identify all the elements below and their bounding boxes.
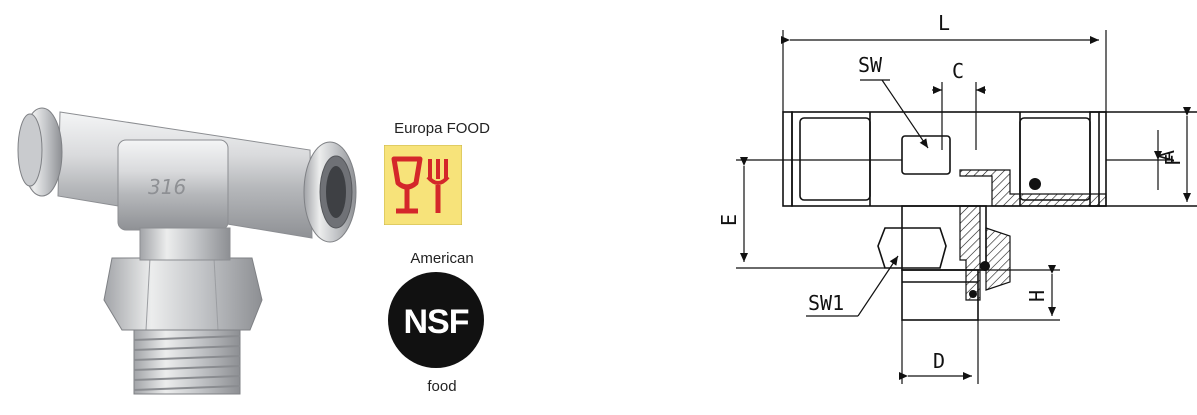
american-label: American [410, 250, 474, 267]
europa-food-label: Europa FOOD [394, 120, 490, 137]
dim-F-label: F [1161, 154, 1185, 166]
food-label: food [427, 378, 457, 395]
dim-D-label: D [933, 349, 945, 373]
europa-food-badge [383, 144, 463, 226]
dim-SW1-label: SW1 [808, 291, 844, 315]
nsf-badge: NSF [386, 270, 486, 370]
technical-drawing: L C SW A F E [640, 0, 1197, 410]
certifications-panel: Europa FOOD American NSF food [372, 0, 512, 410]
dim-L-label: L [938, 11, 950, 35]
dim-E-label: E [717, 214, 741, 226]
dim-SW-label: SW [858, 53, 883, 77]
dim-A-label: A [1155, 150, 1179, 162]
glass-fork-icon [383, 144, 463, 226]
dim-H-label: H [1025, 290, 1049, 302]
nsf-logo-icon: NSF [388, 272, 484, 368]
product-photo: 316 [0, 0, 370, 410]
product-marking: 316 [148, 175, 186, 199]
dim-C-label: C [952, 59, 964, 83]
tee-fitting-image: 316 [17, 107, 357, 395]
nsf-logo-text: NSF [404, 303, 469, 341]
dimension-diagram: L C SW A F E [717, 11, 1197, 384]
